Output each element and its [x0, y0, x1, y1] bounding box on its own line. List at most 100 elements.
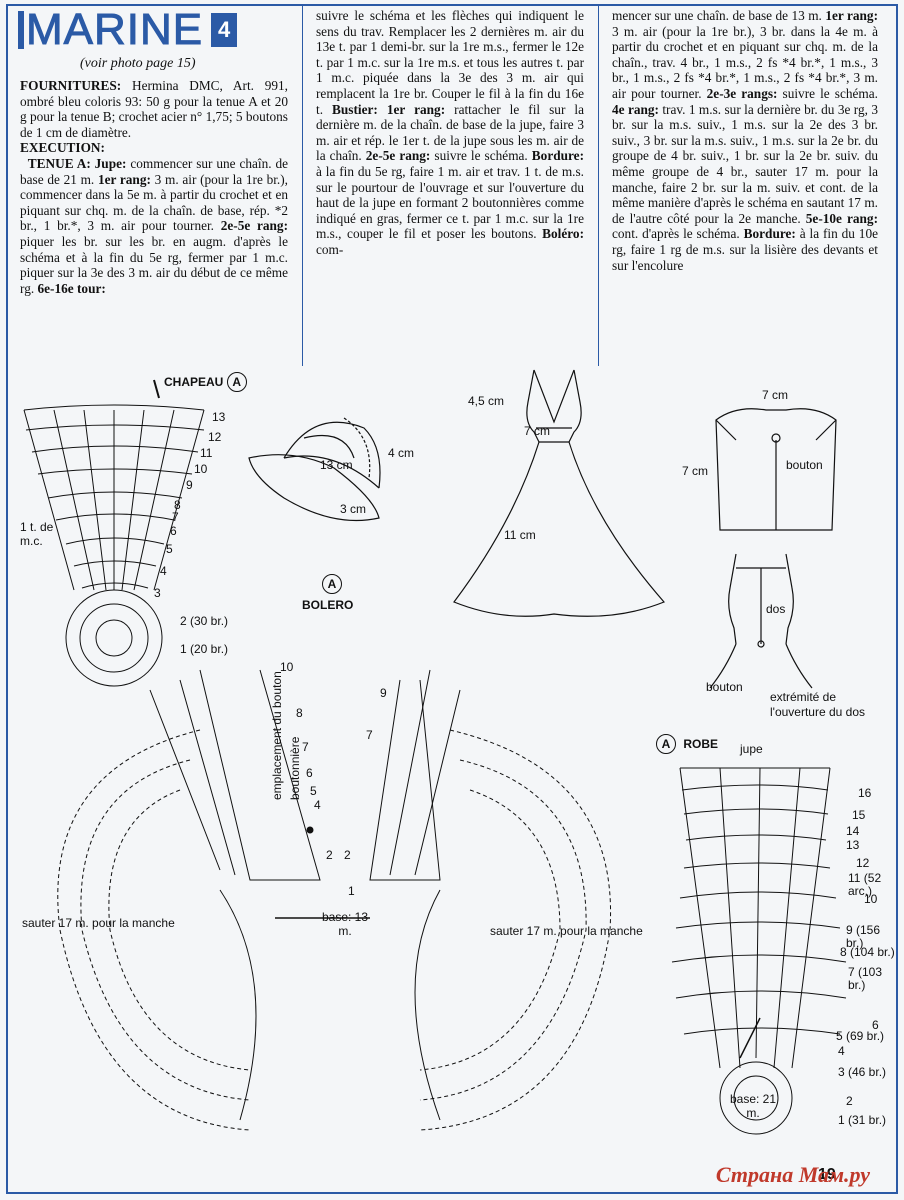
chapeau-row-12: 12	[208, 430, 222, 444]
back-dos: dos	[766, 602, 786, 616]
col2-text: à la fin du 5e rg, faire 1 m. air et tra…	[316, 163, 584, 242]
bolero-diagram	[57, 669, 612, 1131]
rang510-label: 5e-10e rang:	[805, 210, 878, 226]
bordure-label: Bordure:	[743, 226, 796, 242]
rang4-label: 4e rang:	[612, 101, 659, 117]
chapeau-row-10: 10	[194, 462, 208, 476]
vest-dim-7-side: 7 cm	[682, 464, 709, 478]
robe-row-3: 3 (46 br.)	[838, 1065, 887, 1079]
chapeau-row-3: 3	[154, 586, 161, 600]
back-sketch	[709, 553, 813, 689]
robe-row-11: 11 (52 arc.)	[848, 871, 882, 898]
chapeau-row-6: 6	[170, 524, 177, 538]
page-number: 19	[818, 1166, 836, 1183]
chapeau-marker: A	[226, 372, 247, 392]
robe-base: base: 21 m.	[729, 1092, 777, 1120]
col2-text: suivre le schéma et les flèches qui indi…	[316, 8, 584, 117]
rang25-label: 2e-5e rang:	[220, 218, 289, 234]
dress-dim-45: 4,5 cm	[468, 394, 505, 408]
chapeau-row-5: 5	[166, 542, 173, 556]
bolero-label: BOLERO	[302, 598, 354, 612]
rang1-label: 1er rang:	[97, 171, 151, 187]
col2-text: rattacher le fil sur la dernière m. de l…	[316, 101, 584, 164]
bolero-base: base: 13 m.	[321, 910, 369, 938]
robe-label: ROBE	[683, 737, 719, 751]
rang23-label: 2e-3e rangs:	[706, 85, 778, 101]
col3-text: trav. 1 m.s. sur la dernière br. du 3e r…	[612, 101, 878, 226]
bolero-marker: A	[322, 574, 342, 594]
bolero-skip-left: sauter 17 m. pour la manche	[22, 916, 175, 930]
vest-sketch	[715, 408, 837, 531]
robe-row-7: 7 (103 br.)	[848, 965, 883, 992]
robe-title: A ROBE	[656, 734, 718, 754]
col2-text: com-	[316, 241, 344, 257]
fournitures-text: Hermina DMC, Art. 991, ombré bleu colori…	[20, 78, 288, 140]
chapeau-row-13: 13	[212, 410, 226, 424]
column-2: suivre le schéma et les flèches qui indi…	[316, 8, 584, 258]
dress-dim-11: 11 cm	[504, 528, 536, 542]
bolero-label: Boléro:	[542, 226, 584, 242]
robe-diagram	[671, 767, 847, 1135]
chapeau-diagram	[23, 379, 205, 687]
column-divider-2	[598, 6, 599, 366]
bolero-button-place: emplacement du bouton	[270, 671, 284, 800]
hat-sketch	[248, 417, 381, 522]
chapeau-note: 1 t. de m.c.	[20, 520, 54, 548]
dress-sketch	[453, 369, 666, 617]
bolero-left-row-10: 10	[280, 660, 294, 674]
bolero-right-row-2: 2	[344, 848, 351, 862]
robe-row-1: 1 (31 br.)	[838, 1113, 887, 1127]
tenue-label: TENUE A: Jupe:	[27, 155, 127, 171]
back-bouton: bouton	[706, 680, 743, 694]
vest-dim-7-top: 7 cm	[762, 388, 789, 402]
back-note: extrémité de l'ouverture du dos	[770, 690, 866, 719]
robe-row-9: 9 (156 br.)	[846, 923, 881, 950]
col3-text: à la fin du 10e rg, faire 1 rg de m.s. s…	[612, 226, 879, 273]
bolero-left-row-5: 5	[310, 784, 317, 798]
column-divider-1	[302, 6, 303, 366]
robe-row-12: 12	[856, 856, 870, 870]
hat-dim-3: 3 cm	[340, 502, 367, 516]
chapeau-row-4: 4	[160, 564, 167, 578]
col2-text: suivre le schéma.	[430, 148, 532, 164]
bustier-label: Bustier: 1er rang:	[332, 101, 446, 117]
chapeau-row-8: 8	[174, 498, 181, 512]
bolero-left-row-8: 8	[296, 706, 303, 720]
hat-dim-4: 4 cm	[388, 446, 415, 460]
robe-row-6: 6	[872, 1018, 879, 1032]
rang1-label: 1er rang:	[825, 8, 878, 23]
bolero-right-row-7: 7	[366, 728, 373, 742]
page-title: MARINE 4	[18, 7, 238, 52]
column-3: mencer sur une chaîn. de base de 13 m. 1…	[612, 8, 878, 273]
tenue-text: commencer sur une chaîn. de base de 21 m…	[20, 155, 288, 187]
chapeau-row-11: 11	[200, 446, 213, 460]
robe-row-2: 2	[846, 1094, 853, 1108]
title-bar	[18, 11, 24, 49]
robe-row-16: 16	[858, 786, 872, 800]
robe-jupe: jupe	[740, 742, 763, 756]
chapeau-row-2: 2 (30 br.)	[180, 614, 229, 628]
robe-row-15: 15	[852, 808, 866, 822]
robe-row-10: 10	[864, 892, 878, 906]
chapeau-label: CHAPEAU	[164, 375, 224, 389]
bolero-left-row-2: 2	[326, 848, 333, 862]
bolero-right-row-1: 1	[348, 884, 355, 898]
bolero-left-row-4: 4	[314, 798, 321, 812]
column-1: FOURNITURES: Hermina DMC, Art. 991, ombr…	[20, 78, 288, 296]
bordure-label: Bordure:	[531, 148, 584, 164]
robe-row-5: 5 (69 br.)	[836, 1029, 885, 1043]
robe-row-14: 14	[846, 824, 860, 838]
bolero-left-row-6: 6	[306, 766, 313, 780]
page-frame	[6, 4, 898, 1194]
site-logo: Страна Мам.ру	[715, 1162, 870, 1187]
vest-bouton: bouton	[786, 458, 823, 472]
robe-marker: A	[656, 734, 676, 754]
rang25-label: 2e-5e rang:	[365, 148, 431, 164]
robe-row-13: 13	[846, 838, 860, 852]
chapeau-row-9: 9	[186, 478, 193, 492]
fournitures-label: FOURNITURES:	[20, 78, 122, 93]
execution-label: EXECUTION:	[20, 140, 105, 156]
chapeau-row-1: 1 (20 br.)	[180, 642, 229, 656]
title-number: 4	[211, 13, 238, 47]
bolero-left-row-7: 7	[302, 740, 309, 754]
